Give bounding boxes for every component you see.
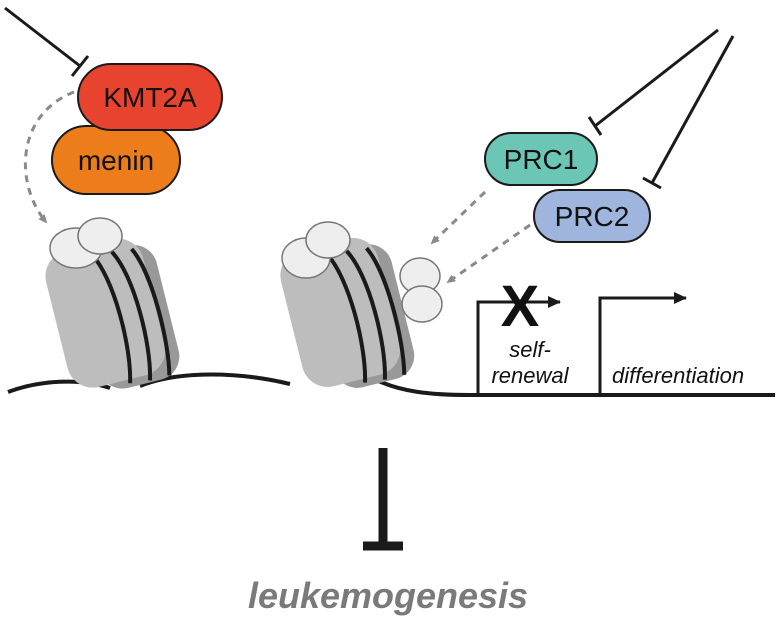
prc1-pill [484,132,598,186]
prc-inhibitors [587,28,735,190]
self-renewal-label-line2: renewal [491,363,569,388]
self-renewal-gene: X self- renewal [476,274,570,395]
leukemogenesis-label: leukemogenesis [248,575,528,616]
differentiation-gene: differentiation [598,292,744,395]
menin-label: menin [78,145,154,176]
prc2-recruitment-arrow [446,223,531,284]
differentiation-label: differentiation [612,363,744,388]
menin-complex: menin [51,125,181,195]
prc2-complex: PRC2 [533,189,651,243]
differentiation-promoter-arrow [598,292,687,395]
kmt2a-label: KMT2A [103,82,197,113]
nucleosome-middle [280,237,415,388]
prc1-label: PRC1 [504,144,579,175]
prc2-pill [533,189,651,243]
prc1-recruitment-arrow [430,190,487,245]
kmt2a-complex: KMT2A [77,63,223,131]
blocked-x-mark: X [501,274,540,339]
kmt2a-inhibitor [4,6,90,77]
histone-tails-left [49,217,123,269]
nucleosome-left [45,238,180,389]
self-renewal-promoter-arrow [476,296,561,395]
prc1-complex: PRC1 [484,132,598,186]
prc2-label: PRC2 [555,201,630,232]
self-renewal-label-line1: self- [509,337,551,362]
kmt2a-recruitment-arrow [23,90,75,224]
histone-tails-middle [281,221,443,323]
kmt2a-pill [77,63,223,131]
leukemogenesis-inhibition [363,448,403,551]
